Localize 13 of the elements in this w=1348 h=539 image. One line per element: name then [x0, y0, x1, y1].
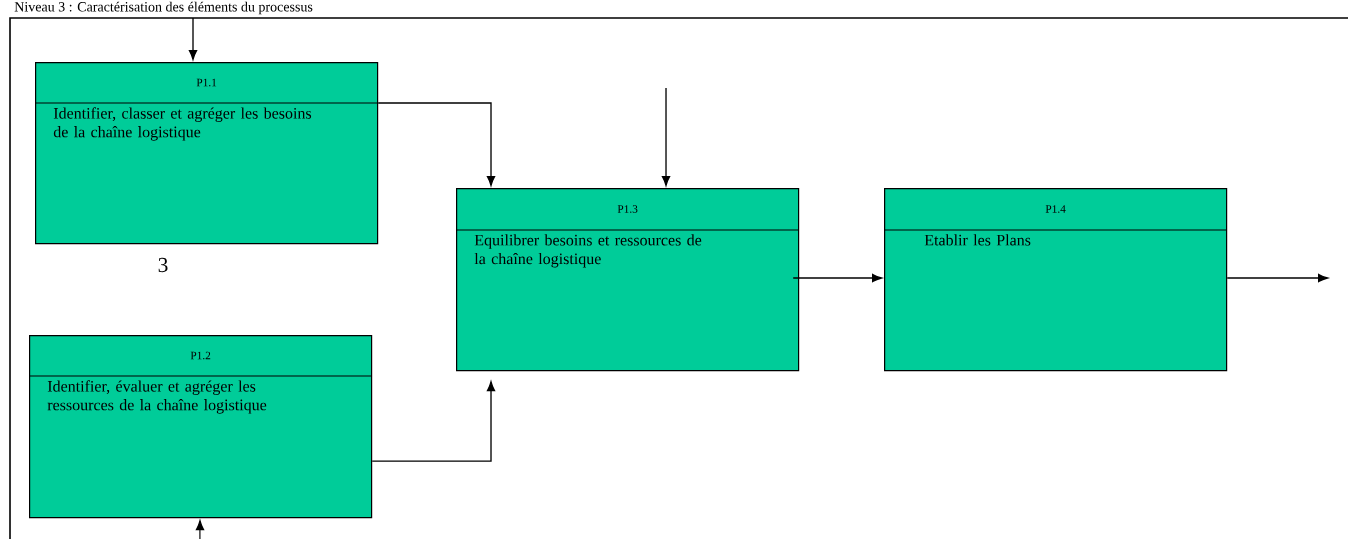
process-box: P1.4 Etablir les Plans: [883, 188, 1228, 372]
process-box: P1.3 Equilibrer besoins et ressources de la chaîne logistique: [455, 188, 800, 372]
arrow: [371, 381, 496, 462]
arrow: [195, 520, 205, 539]
title: Niveau 3 : Caractérisation des éléments du processus: [14, 1, 313, 15]
process-box: P1.2 Identifier, évaluer et agréger les ressources de la chaîne logistique: [28, 335, 373, 519]
arrow: [1226, 273, 1329, 283]
number-label: 3: [158, 257, 168, 273]
arrow: [661, 87, 671, 186]
process-box: P1.1 Identifier, classer et agréger les besoins de la chaîne logistique: [34, 62, 379, 245]
arrow: [188, 17, 198, 60]
arrow: [377, 102, 496, 186]
arrow: [792, 273, 883, 283]
